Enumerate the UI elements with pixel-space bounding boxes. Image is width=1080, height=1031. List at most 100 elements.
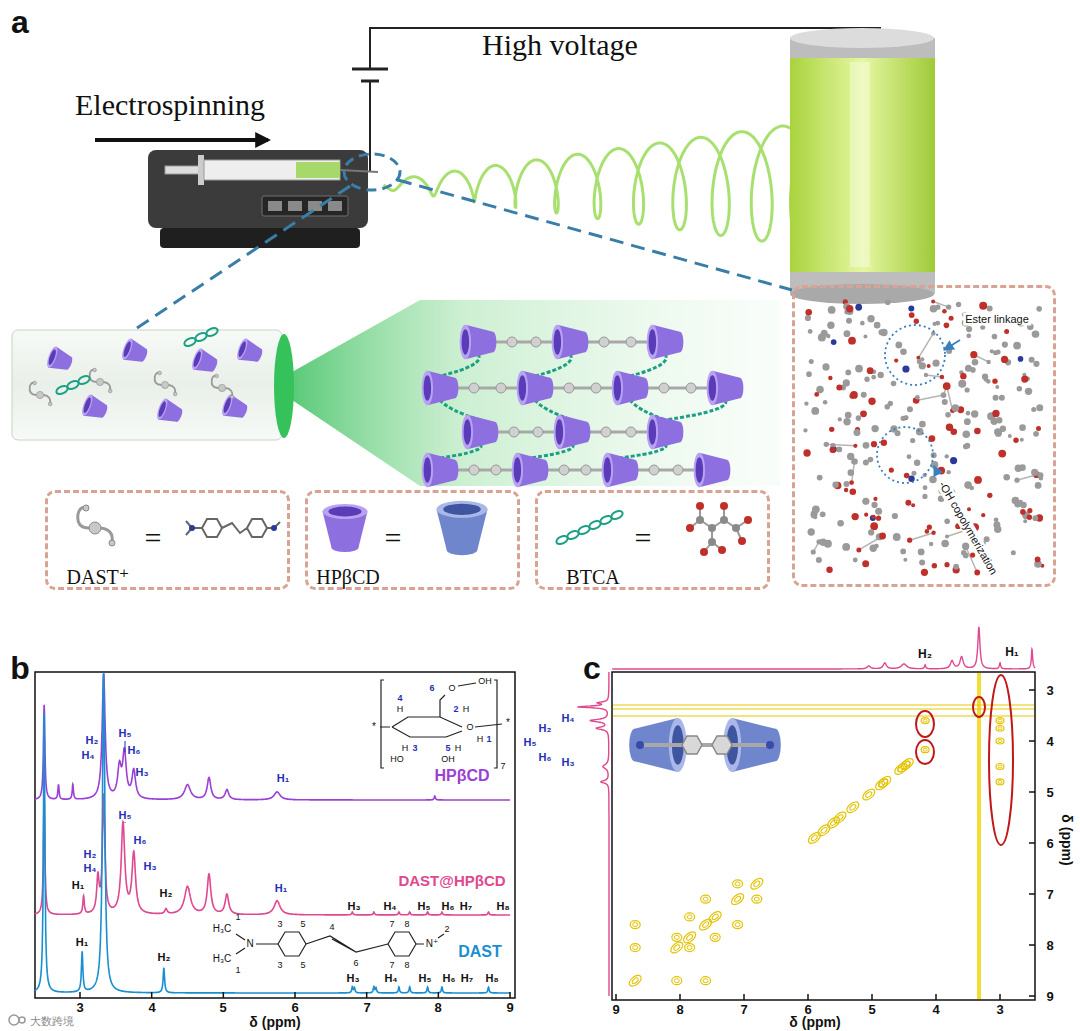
callout-text: Ester linkage: [963, 313, 1031, 326]
contour: [633, 923, 638, 927]
tick-label: 6: [804, 1003, 811, 1016]
highlight-ring: [885, 325, 945, 385]
tick-label: 9: [506, 1001, 513, 1014]
contour: [810, 834, 818, 842]
peak-label: H₃: [143, 861, 156, 872]
cyclodextrin-cone: [602, 453, 639, 488]
art-shape: [694, 453, 706, 488]
repeat-bracket: [381, 680, 497, 768]
art-shape: [614, 375, 622, 400]
art-shape: [175, 408, 184, 422]
art-shape: [161, 381, 168, 388]
atom-label: 3: [412, 744, 417, 753]
atom: [845, 412, 852, 419]
atom-label: OH: [441, 755, 455, 764]
peak-label: H₅: [119, 810, 132, 821]
nitrogen-atom: [189, 525, 195, 531]
atom: [817, 475, 823, 481]
fiber-jet: [383, 120, 857, 246]
atom: [918, 549, 925, 556]
peak-label: H₃: [346, 973, 359, 984]
panel-letter: c: [583, 652, 601, 684]
leader-arrow: [934, 466, 938, 474]
contour: [735, 923, 740, 927]
art-shape: [82, 397, 92, 414]
highlight-ring: [916, 711, 934, 737]
atom: [808, 528, 815, 535]
contour: [830, 819, 838, 827]
atom: [846, 318, 852, 324]
peak-label: H₈: [496, 901, 509, 912]
dast-rod: [494, 431, 558, 434]
atom: [984, 536, 990, 542]
atom: [1033, 431, 1039, 437]
atom: [832, 481, 838, 487]
art-shape: [612, 371, 624, 406]
atom: [708, 538, 716, 546]
atom: [931, 531, 935, 535]
atom: [856, 415, 862, 421]
art-shape: [452, 378, 459, 399]
atom: [874, 322, 881, 329]
cyclodextrin-cone: [45, 345, 75, 374]
peak-label: H₆: [134, 835, 147, 846]
tick-mark: [509, 992, 511, 998]
atom: [871, 441, 877, 447]
atom: [965, 365, 972, 372]
peak-label: H₃: [347, 901, 360, 912]
atom: [1033, 361, 1039, 367]
atom: [927, 364, 931, 368]
tick-mark: [438, 992, 440, 998]
art-shape: [140, 348, 149, 362]
atom: [904, 415, 908, 419]
atom: [900, 348, 907, 355]
atom: [1036, 426, 1041, 431]
heading-label: Electrospinning: [75, 90, 265, 120]
atom: [950, 457, 957, 464]
art-shape: [36, 391, 43, 398]
contour: [701, 977, 711, 985]
contour: [702, 921, 710, 929]
atom: [1035, 557, 1041, 563]
dast-rod: [640, 743, 770, 747]
zoom-ring: [344, 154, 400, 190]
tick-mark: [1029, 689, 1035, 691]
tick-label: 9: [1046, 990, 1053, 1003]
atom: [894, 359, 898, 363]
contour: [749, 876, 765, 891]
network: [30, 325, 744, 488]
art-shape: [424, 457, 432, 482]
solvent-line: [613, 705, 1034, 706]
atom: [853, 444, 857, 448]
atom: [871, 425, 878, 432]
atom: [990, 349, 994, 353]
atom: [903, 558, 907, 562]
atom-label: *: [506, 718, 510, 728]
dast-ball: [531, 337, 541, 347]
atom: [885, 299, 891, 305]
art-shape: [519, 375, 527, 400]
atom: [889, 467, 894, 472]
atom: [966, 333, 971, 338]
dast-skeleton: [186, 519, 280, 537]
tick-label: 4: [932, 1003, 939, 1016]
atom: [860, 321, 865, 326]
equals-sign: =: [635, 523, 652, 553]
peak-label: H₆: [539, 752, 552, 763]
atom: [981, 513, 985, 517]
atom: [718, 546, 726, 554]
contour: [630, 921, 640, 929]
contour: [685, 913, 695, 921]
nitrogen-atom: [636, 741, 644, 749]
legend-box: =BTCA: [535, 490, 770, 590]
atom-label: OH: [478, 677, 492, 686]
side-chain: [440, 683, 476, 717]
atom: [804, 401, 808, 405]
atom: [942, 309, 947, 314]
atom: [848, 337, 856, 345]
atom: [1013, 438, 1018, 443]
atom: [836, 384, 842, 390]
zoom-line: [125, 186, 350, 336]
art-shape: [460, 325, 472, 360]
atom: [994, 526, 1001, 533]
